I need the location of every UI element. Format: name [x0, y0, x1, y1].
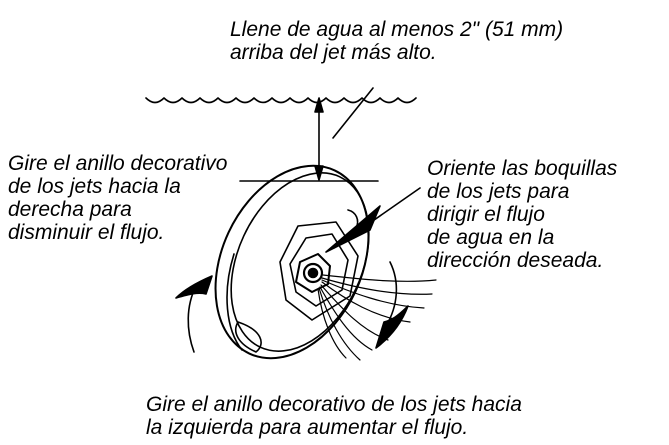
turn-right-instruction: Gire el anillo decorativo de los jets ha…	[8, 152, 227, 244]
water-level-line-1: Llene de agua al menos 2" (51 mm)	[230, 18, 564, 41]
turn-left-line-2: la izquierda para aumentar el flujo.	[146, 416, 469, 439]
turn-left-instruction: Gire el anillo decorativo de los jets ha…	[146, 393, 522, 439]
water-level-leader-line	[332, 87, 374, 139]
aim-nozzles-instruction: Oriente las boquillas de los jets para d…	[427, 157, 617, 272]
aim-nozzle-arrow	[325, 187, 421, 253]
jet-fitting	[214, 164, 370, 360]
turn-right-line-3: derecha para	[8, 198, 132, 221]
turn-right-line-2: de los jets hacia la	[8, 175, 181, 198]
water-level-instruction: Llene de agua al menos 2" (51 mm) arriba…	[230, 18, 563, 64]
water-level-line-2: arriba del jet más alto.	[230, 41, 437, 64]
aim-nozzles-line-2: de los jets para	[427, 180, 570, 203]
turn-left-line-1: Gire el anillo decorativo de los jets ha…	[146, 393, 522, 416]
turn-right-line-4: disminuir el flujo.	[8, 221, 165, 244]
turn-right-line-1: Gire el anillo decorativo	[8, 152, 228, 175]
aim-nozzles-line-1: Oriente las boquillas	[427, 157, 618, 180]
rotate-right-arrow	[175, 275, 213, 353]
depth-dimension-arrow	[314, 97, 324, 181]
aim-nozzles-line-4: de agua en la	[427, 226, 555, 249]
rotate-left-arrow	[375, 261, 409, 349]
aim-nozzles-line-3: dirigir el flujo	[427, 203, 545, 226]
water-surface-line	[145, 97, 417, 104]
aim-nozzles-line-5: dirección deseada.	[427, 249, 604, 272]
